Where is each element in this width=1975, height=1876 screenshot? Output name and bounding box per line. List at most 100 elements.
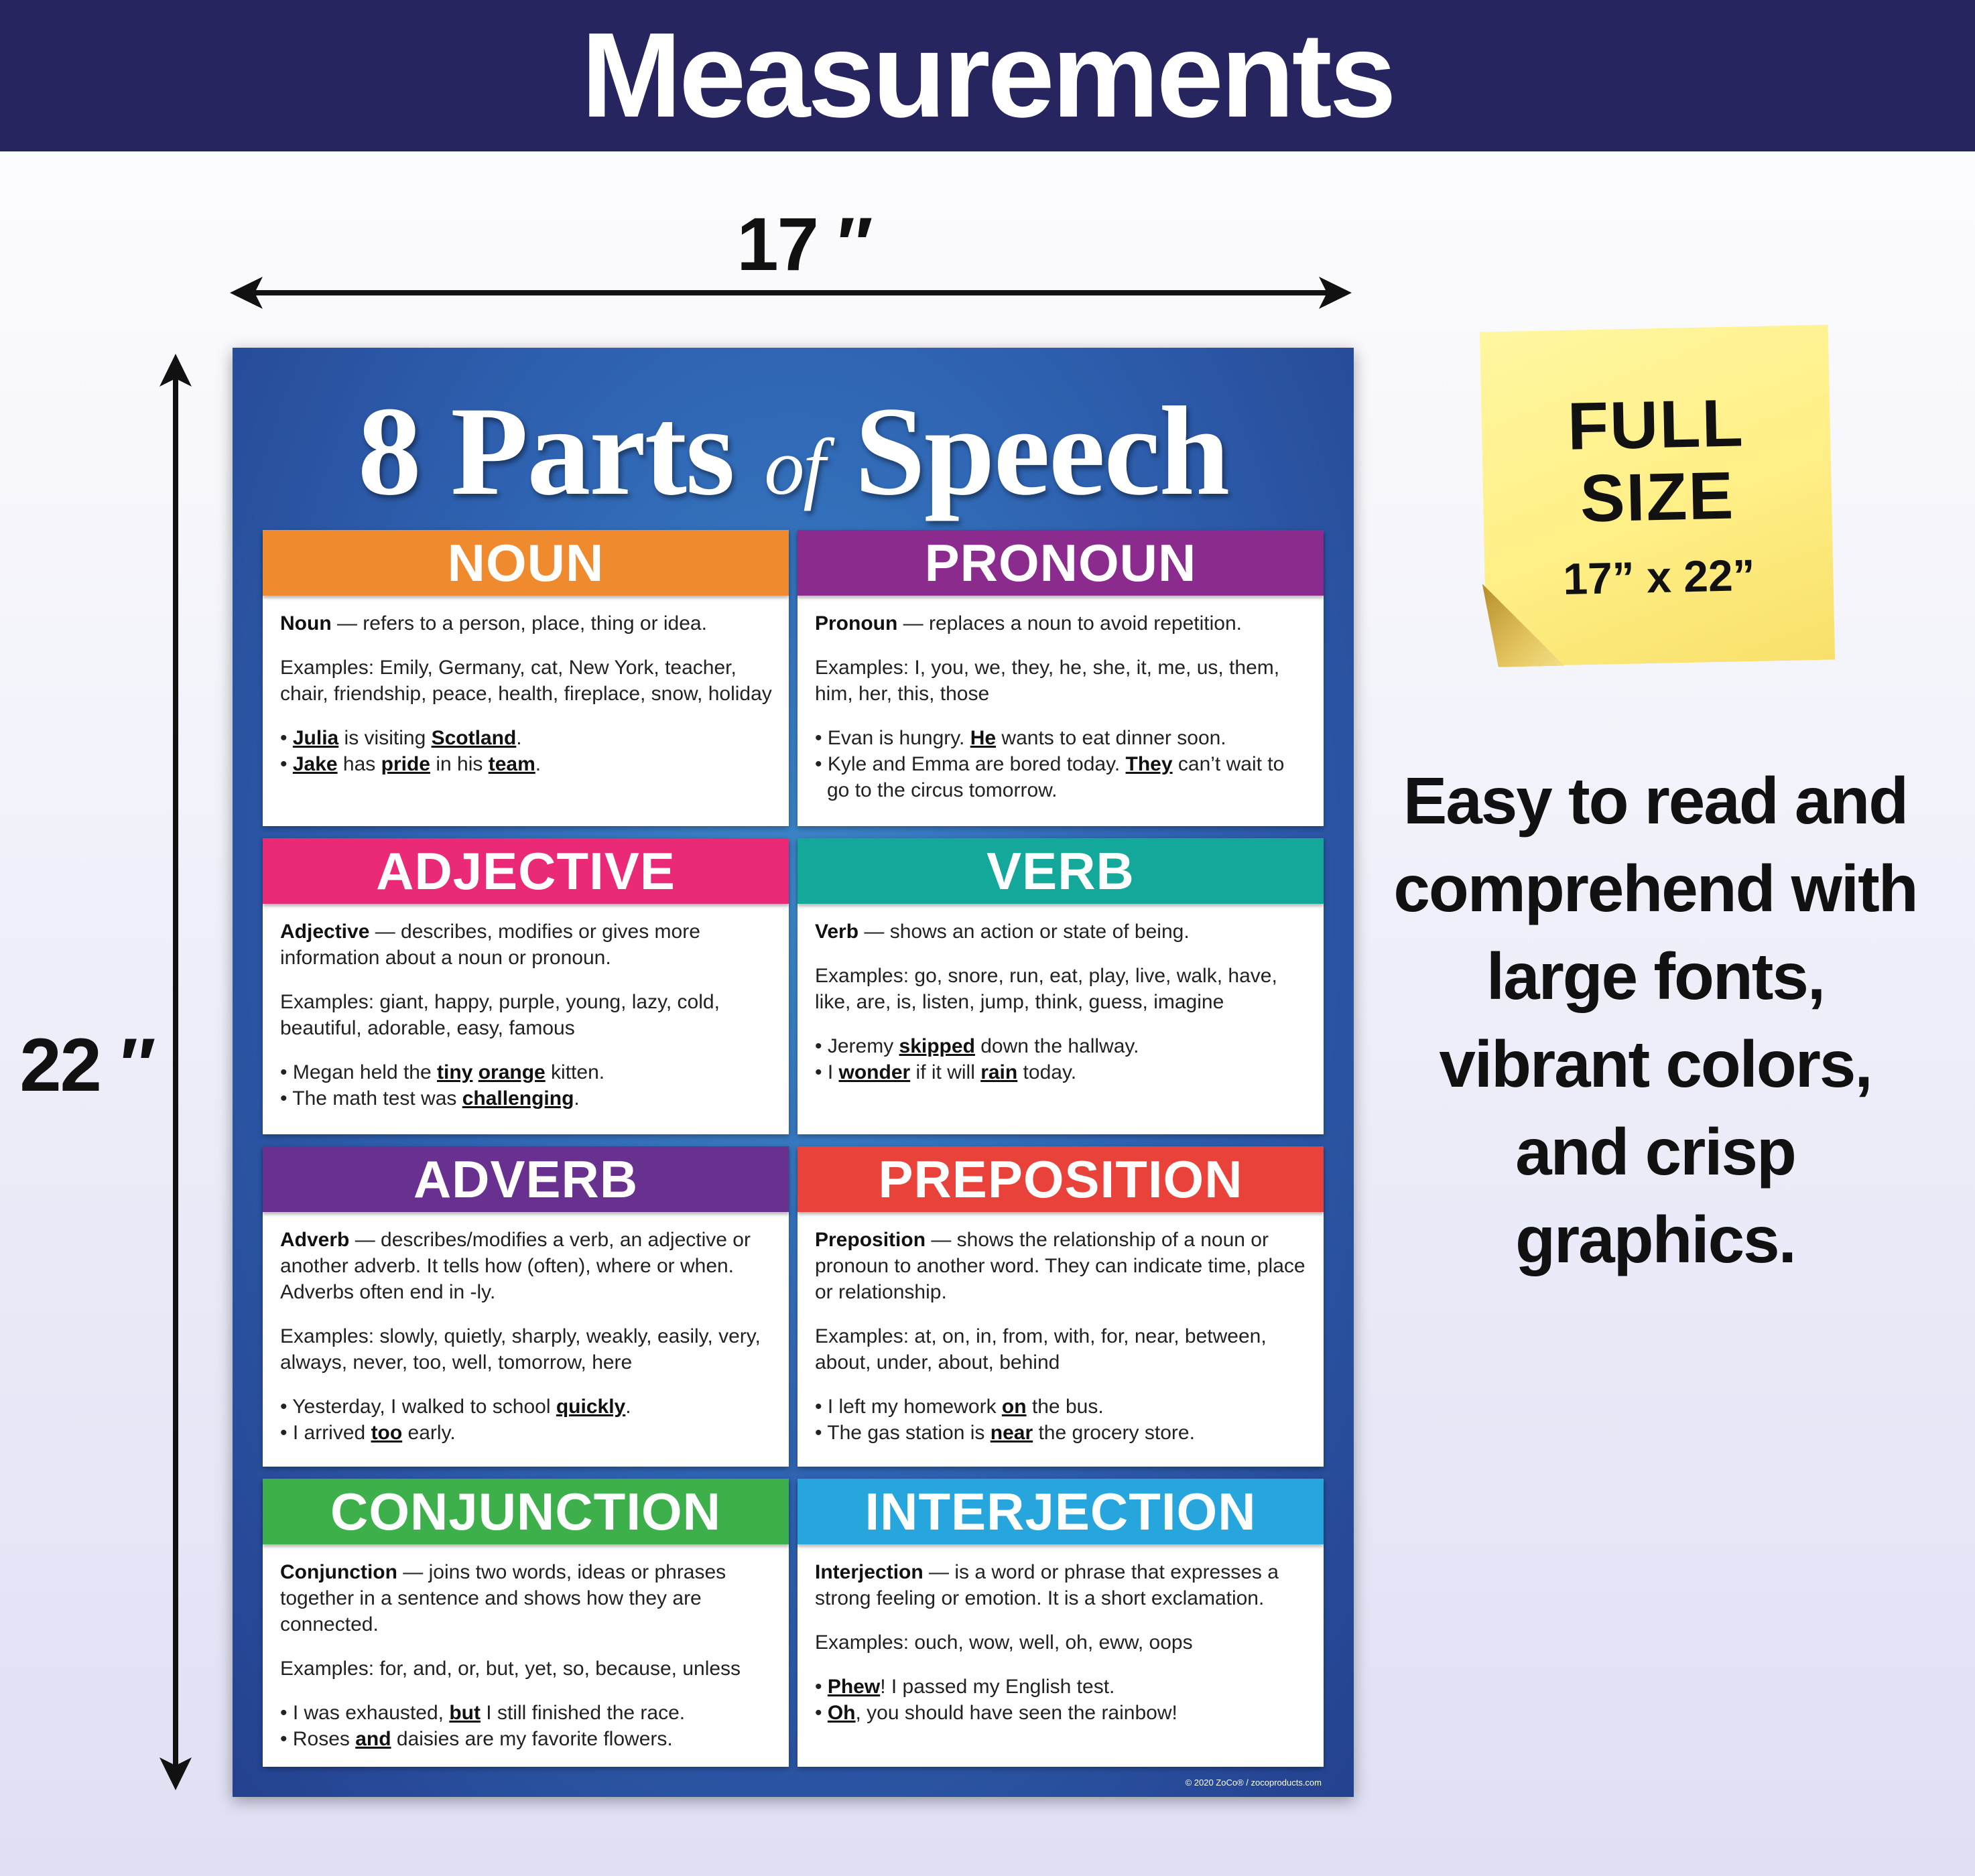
sentence-text: today. <box>1017 1061 1077 1083</box>
card-definition: Adjective — describes, modifies or gives… <box>280 919 773 971</box>
card-term: Conjunction <box>280 1561 397 1583</box>
card-body: Pronoun — replaces a noun to avoid repet… <box>798 596 1324 803</box>
card-term: Pronoun <box>815 612 898 634</box>
sentence-text: I was exhausted, <box>292 1702 450 1724</box>
copyright: © 2020 ZoCo® / zocoproducts.com <box>1185 1778 1322 1788</box>
height-label: 22 ″ <box>19 1023 155 1107</box>
highlighted-word: wonder <box>838 1061 911 1083</box>
highlighted-word: rain <box>980 1061 1018 1083</box>
example-sentence: I arrived too early. <box>280 1420 773 1446</box>
sentence-text: , you should have seen the rainbow! <box>855 1702 1177 1724</box>
sticky-note: FULL SIZE 17” x 22” <box>1483 328 1832 663</box>
sentence-text: ! I passed my English test. <box>880 1676 1115 1698</box>
sentence-text: the bus. <box>1026 1396 1104 1418</box>
highlighted-word: and <box>355 1728 391 1750</box>
card-examples: Examples: I, you, we, they, he, she, it,… <box>815 657 1280 705</box>
sticky-line-full: FULL <box>1566 385 1745 464</box>
poster-title-of: of <box>764 422 825 511</box>
sticky-note-text: FULL SIZE 17” x 22” <box>1481 385 1834 611</box>
card-sentences: Julia is visiting Scotland.Jake has prid… <box>280 725 773 777</box>
sentence-text: I <box>827 1061 839 1083</box>
card-adjective: ADJECTIVE Adjective — describes, modifies… <box>263 838 789 1134</box>
card-term: Interjection <box>815 1561 923 1583</box>
card-definition: Pronoun — replaces a noun to avoid repet… <box>815 610 1308 636</box>
highlighted-word: They <box>1125 753 1173 775</box>
card-header: NOUN <box>263 530 789 596</box>
promo-text: Easy to read and comprehend with large f… <box>1393 764 1918 1276</box>
poster: 8 Parts of Speech NOUN Noun — refers to a… <box>233 348 1354 1797</box>
card-body: Adjective — describes, modifies or gives… <box>263 904 789 1112</box>
sentence-text: early. <box>402 1422 456 1444</box>
poster-title: 8 Parts of Speech <box>233 388 1354 515</box>
highlighted-word: near <box>990 1422 1033 1444</box>
card-definition: Verb — shows an action or state of being… <box>815 919 1308 945</box>
sentence-text: if it will <box>910 1061 981 1083</box>
highlighted-word: team <box>488 753 535 775</box>
highlighted-word: on <box>1001 1396 1027 1418</box>
card-definition-text: — replaces a noun to avoid repetition. <box>897 612 1242 634</box>
sentence-text <box>472 1061 478 1083</box>
highlighted-word: quickly <box>556 1396 626 1418</box>
card-term: Verb <box>815 921 859 943</box>
card-body: Preposition — shows the relationship of … <box>798 1212 1324 1446</box>
card-definition: Interjection — is a word or phrase that … <box>815 1559 1308 1611</box>
card-examples: Examples: Emily, Germany, cat, New York,… <box>280 657 772 705</box>
card-definition-text: — describes/modifies a verb, an adjectiv… <box>280 1229 751 1303</box>
card-examples: Examples: ouch, wow, well, oh, eww, oops <box>815 1631 1193 1654</box>
card-sentences: Megan held the tiny orange kitten.The ma… <box>280 1059 773 1112</box>
sentence-text: The math test was <box>292 1087 462 1110</box>
card-header: ADJECTIVE <box>263 838 789 904</box>
card-examples: Examples: at, on, in, from, with, for, n… <box>815 1325 1267 1374</box>
highlighted-word: Julia <box>292 727 339 749</box>
card-sentences: I was exhausted, but I still finished th… <box>280 1700 773 1752</box>
card-definition-text: — describes, modifies or gives more info… <box>280 921 700 969</box>
sentence-text: can’t wait to go to the circus tomorrow. <box>827 753 1285 801</box>
title-banner: Measurements <box>0 0 1975 151</box>
example-sentence: Evan is hungry. He wants to eat dinner s… <box>815 725 1308 751</box>
card-sentences: Yesterday, I walked to school quickly.I … <box>280 1394 773 1446</box>
card-sentences: Phew! I passed my English test.Oh, you s… <box>815 1674 1308 1726</box>
highlighted-word: Oh <box>827 1702 856 1724</box>
card-definition: Preposition — shows the relationship of … <box>815 1227 1308 1305</box>
card-header: CONJUNCTION <box>263 1479 789 1544</box>
example-sentence: Jake has pride in his team. <box>280 751 773 777</box>
card-body: Conjunction — joins two words, ideas or … <box>263 1544 789 1752</box>
sentence-text: the grocery store. <box>1033 1422 1195 1444</box>
highlighted-word: Jake <box>292 753 338 775</box>
sentence-text: Yesterday, I walked to school <box>292 1396 556 1418</box>
sticky-dimensions: 17” x 22” <box>1562 549 1756 604</box>
example-sentence: Yesterday, I walked to school quickly. <box>280 1394 773 1420</box>
sentence-text: Evan is hungry. <box>827 727 970 749</box>
card-examples: Examples: go, snore, run, eat, play, liv… <box>815 965 1277 1013</box>
card-definition-text: — shows the relationship of a noun or pr… <box>815 1229 1305 1303</box>
highlighted-word: challenging <box>462 1087 574 1110</box>
card-header: ADVERB <box>263 1146 789 1212</box>
sentence-text: Kyle and Emma are bored today. <box>827 753 1126 775</box>
example-sentence: The gas station is near the grocery stor… <box>815 1420 1308 1446</box>
card-verb: VERB Verb — shows an action or state of b… <box>798 838 1324 1134</box>
card-sentences: Jeremy skipped down the hallway.I wonder… <box>815 1033 1308 1085</box>
sentence-text: is visiting <box>338 727 432 749</box>
highlighted-word: but <box>449 1702 481 1724</box>
card-examples: Examples: for, and, or, but, yet, so, be… <box>280 1658 741 1680</box>
example-sentence: Megan held the tiny orange kitten. <box>280 1059 773 1085</box>
sentence-text: wants to eat dinner soon. <box>996 727 1226 749</box>
example-sentence: Phew! I passed my English test. <box>815 1674 1308 1700</box>
parts-of-speech-grid: NOUN Noun — refers to a person, place, th… <box>263 530 1324 1767</box>
highlighted-word: skipped <box>899 1035 975 1057</box>
card-definition: Noun — refers to a person, place, thing … <box>280 610 773 636</box>
poster-title-part1: 8 Parts <box>357 381 765 522</box>
example-sentence: Oh, you should have seen the rainbow! <box>815 1700 1308 1726</box>
card-definition-text: — refers to a person, place, thing or id… <box>331 612 707 634</box>
example-sentence: Roses and daisies are my favorite flower… <box>280 1726 773 1752</box>
highlighted-word: Phew <box>827 1676 881 1698</box>
sentence-text: has <box>337 753 381 775</box>
width-label: 17 ″ <box>737 202 873 286</box>
highlighted-word: orange <box>478 1061 546 1083</box>
card-definition-text: — joins two words, ideas or phrases toge… <box>280 1561 726 1635</box>
card-header: VERB <box>798 838 1324 904</box>
